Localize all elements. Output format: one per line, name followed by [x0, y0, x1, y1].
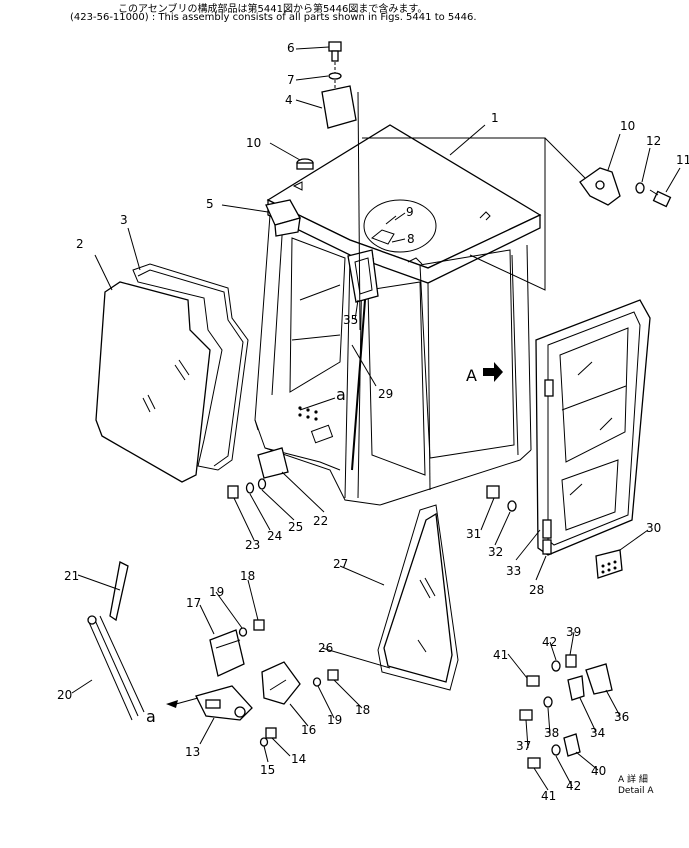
callout-23: 23 [245, 538, 260, 552]
detail-a-en: Detail A [618, 786, 654, 796]
fasteners-22-25 [227, 447, 289, 499]
callout-33: 33 [506, 564, 521, 578]
bracket-part-30 [595, 549, 623, 579]
callout-34: 34 [590, 726, 605, 740]
callout-24: 24 [267, 529, 282, 543]
window-seal-part-3 [132, 263, 249, 471]
cover-part-16 [261, 661, 301, 705]
washer-part-7 [328, 72, 342, 80]
callout-19-bottom: 19 [327, 713, 342, 727]
callout-1: 1 [491, 111, 499, 125]
callout-27: 27 [333, 557, 348, 571]
latch-part-34 [567, 675, 585, 701]
callout-2: 2 [76, 237, 84, 251]
callout-3: 3 [120, 213, 128, 227]
bracket-part-10-right [579, 167, 621, 206]
bracket-part-35 [347, 249, 379, 303]
bolt-part-6 [328, 41, 342, 62]
callout-29: 29 [378, 387, 393, 401]
callout-21: 21 [64, 569, 79, 583]
ref-a-arrow [166, 700, 178, 708]
bolt-part-41b [527, 757, 541, 769]
ref-a-label-cab: a [336, 385, 346, 404]
callout-7: 7 [287, 73, 295, 87]
callout-20: 20 [57, 688, 72, 702]
callout-labels: 1 2 3 4 5 6 7 8 9 10 10 11 12 13 14 15 1… [57, 41, 689, 803]
callout-37: 37 [516, 739, 531, 753]
plate-part-40 [563, 733, 581, 757]
callout-41-top: 41 [493, 648, 508, 662]
detail-a-parts [519, 654, 613, 769]
bolt-part-18a [253, 619, 265, 631]
callout-42-top: 42 [542, 635, 557, 649]
callout-17: 17 [186, 596, 201, 610]
callout-31: 31 [466, 527, 481, 541]
washer-part-42b [551, 744, 561, 756]
bolt-part-41a [526, 675, 540, 687]
leader-lines [71, 46, 681, 791]
bolt-part-14 [265, 727, 277, 739]
callout-38: 38 [544, 726, 559, 740]
view-a-arrow [483, 362, 503, 382]
callout-32: 32 [488, 545, 503, 559]
callout-9: 9 [406, 205, 414, 219]
bolt-part-11 [649, 189, 672, 208]
quarter-window-part-26-27 [377, 504, 459, 691]
callout-18-bottom: 18 [355, 703, 370, 717]
washer-part-15 [259, 737, 269, 747]
ref-a-label-wiper: a [146, 707, 156, 726]
callout-36: 36 [614, 710, 629, 724]
view-a-label: A [466, 366, 477, 385]
callout-13: 13 [185, 745, 200, 759]
bolt-part-37 [519, 709, 533, 721]
header-note-japanese: このアセンブリの構成部品は第5441図から第5446図まで含みます。 [118, 4, 428, 15]
callout-39: 39 [566, 625, 581, 639]
detail-a-jp: A 詳 細 [618, 773, 648, 785]
callout-40: 40 [591, 764, 606, 778]
wiper-part-20-21 [87, 561, 145, 721]
callout-10-right: 10 [620, 119, 635, 133]
motor-bracket-part-13 [195, 685, 253, 721]
cover-part-17 [209, 629, 245, 677]
callout-11: 11 [676, 153, 689, 167]
washer-part-38 [543, 696, 553, 708]
callout-8: 8 [407, 232, 415, 246]
callout-28: 28 [529, 583, 544, 597]
washer-part-42a [551, 660, 561, 672]
washer-part-12 [635, 182, 645, 194]
callout-22: 22 [313, 514, 328, 528]
cover-part-4 [321, 85, 357, 129]
washer-part-19a [238, 627, 248, 637]
callout-19-top: 19 [209, 585, 224, 599]
plate-part-39 [565, 654, 577, 668]
fasteners-31-33 [486, 485, 517, 512]
striker-part-36 [585, 663, 613, 695]
cab-body [254, 124, 542, 506]
callout-5: 5 [206, 197, 214, 211]
callout-18-top: 18 [240, 569, 255, 583]
callout-4: 4 [285, 93, 293, 107]
header-note-english: (423-56-11000) : This assembly consists … [70, 12, 477, 23]
callout-41-bottom: 41 [541, 789, 556, 803]
callout-6: 6 [287, 41, 295, 55]
callout-12: 12 [646, 134, 661, 148]
cover-part-5 [265, 199, 301, 237]
bolt-part-18b [327, 669, 339, 681]
callout-30: 30 [646, 521, 661, 535]
door-part-28 [535, 299, 651, 556]
cap-part-10 [296, 158, 314, 170]
callout-15: 15 [260, 763, 275, 777]
washer-part-19b [312, 677, 322, 687]
window-glass-part-2 [95, 281, 211, 483]
detail-circle-8-9 [363, 199, 437, 253]
callout-26: 26 [318, 641, 333, 655]
callout-16: 16 [301, 723, 316, 737]
callout-25: 25 [288, 520, 303, 534]
callout-35: 35 [343, 313, 358, 327]
callout-42-bottom: 42 [566, 779, 581, 793]
callout-14: 14 [291, 752, 306, 766]
callout-10-left: 10 [246, 136, 261, 150]
